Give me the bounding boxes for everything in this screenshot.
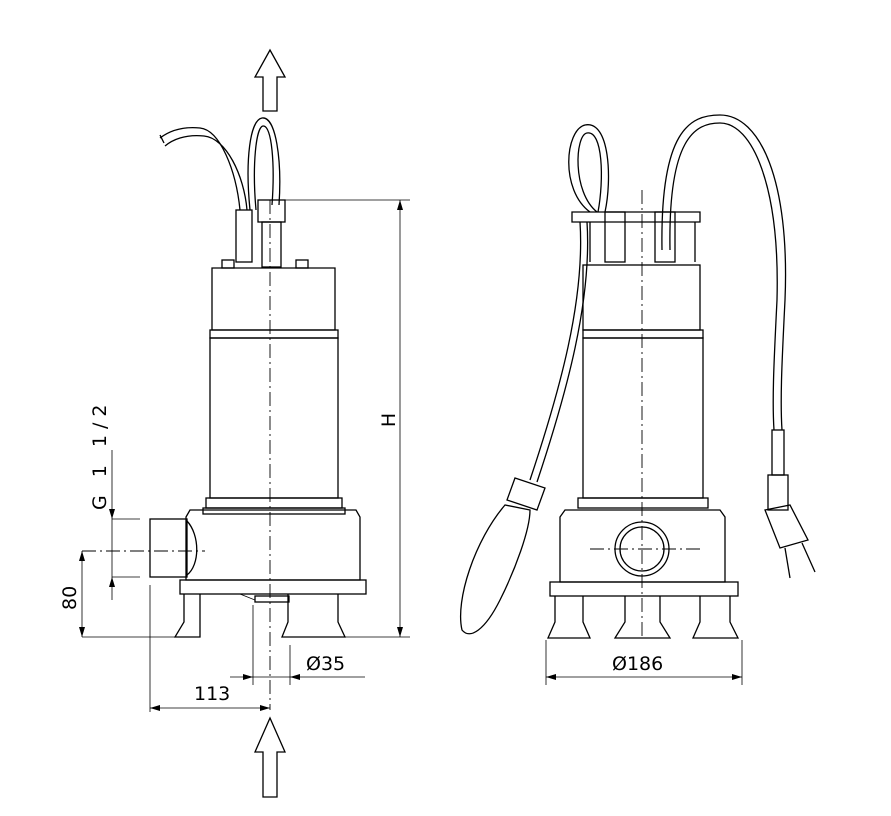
- pump-front-view: [460, 114, 816, 640]
- dimension-outlet-height: 80: [59, 551, 85, 637]
- base-diameter-label: Ø186: [612, 653, 663, 675]
- inflow-arrow-icon: [254, 716, 286, 798]
- dimension-base-diameter: Ø186: [545, 640, 743, 685]
- dimension-thread: G 1 1/2: [89, 399, 140, 600]
- dimension-foot-diameter: Ø35: [230, 605, 365, 685]
- dimension-overall-height: H: [378, 200, 403, 637]
- outflow-arrow-icon: [253, 48, 287, 112]
- foot-diameter-label: Ø35: [306, 653, 345, 675]
- overall-height-label: H: [378, 413, 400, 427]
- pump-side-view: [82, 117, 410, 710]
- outlet-offset-label: 113: [194, 683, 230, 705]
- outlet-height-label: 80: [59, 586, 81, 610]
- thread-label: G 1 1/2: [89, 399, 111, 510]
- dimension-outlet-offset: 113: [149, 585, 270, 712]
